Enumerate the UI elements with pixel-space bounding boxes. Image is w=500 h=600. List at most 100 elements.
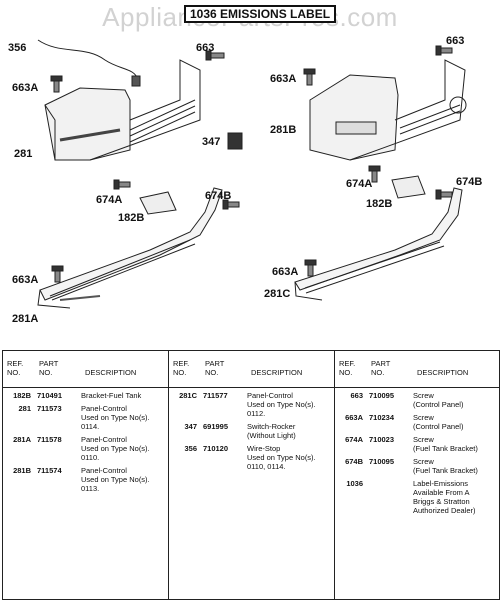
callout-663A: 663A — [12, 274, 39, 286]
callout-356: 356 — [8, 42, 27, 54]
description-line: (Control Panel) — [413, 400, 464, 409]
part-no-header: PART NO. — [205, 359, 225, 377]
table-header: REF. NO. PART NO. DESCRIPTION — [3, 357, 168, 388]
part-no: 710023 — [369, 435, 395, 444]
description-line: Screw — [413, 457, 434, 466]
description-line: 0113. — [81, 484, 100, 493]
control-panel-281A — [37, 187, 223, 309]
parts-column-2: REF. NO. PART NO. DESCRIPTION 281C 711577… — [168, 351, 335, 599]
callout-663A: 663A — [272, 266, 299, 278]
description-line: Switch-Rocker — [247, 422, 296, 431]
description-line: Panel-Control — [81, 466, 127, 475]
part-no: 710095 — [369, 391, 395, 400]
description-line: (Fuel Tank Bracket) — [413, 444, 478, 453]
part-no-header: PART NO. — [371, 359, 391, 377]
exploded-view-drawing — [37, 39, 467, 309]
description: Screw(Control Panel) — [413, 413, 500, 431]
description-header: DESCRIPTION — [85, 368, 137, 377]
description-line: Panel-Control — [81, 404, 127, 413]
fuel-tank-bracket-left — [139, 191, 177, 215]
rocker-switch — [227, 132, 243, 150]
description-line: Authorized Dealer) — [413, 506, 476, 515]
ref-no: 674A — [345, 435, 363, 444]
fuel-tank-bracket-right — [391, 175, 426, 199]
description: Bracket-Fuel Tank — [81, 391, 168, 400]
emissions-label-box: 1036 EMISSIONS LABEL — [184, 5, 337, 23]
description-line: Panel-Control — [247, 391, 293, 400]
screw-group-right — [303, 45, 453, 277]
callout-674B: 674B — [456, 176, 483, 188]
part-no: 691995 — [203, 422, 229, 431]
ref-no: 347 — [184, 422, 197, 431]
ref-no: 281 — [18, 404, 31, 413]
ref-no: 281C — [179, 391, 197, 400]
ref-no: 1036 — [346, 479, 363, 488]
description-line: Label-Emissions — [413, 479, 469, 488]
description-line: (Fuel Tank Bracket) — [413, 466, 478, 475]
callout-281: 281 — [14, 148, 33, 160]
callout-663: 663 — [446, 35, 465, 47]
part-no: 710095 — [369, 457, 395, 466]
description: Screw(Control Panel) — [413, 391, 500, 409]
ref-no: 663 — [350, 391, 363, 400]
control-panel-left — [44, 59, 201, 161]
table-header: REF. NO. PART NO. DESCRIPTION — [169, 357, 335, 388]
control-panel-281B — [309, 59, 467, 161]
part-no: 711574 — [37, 466, 62, 475]
description-line: Used on Type No(s). — [81, 444, 150, 453]
callout-281C: 281C — [264, 288, 291, 300]
description-line: Panel-Control — [81, 435, 127, 444]
callout-674B: 674B — [205, 190, 232, 202]
description: Switch-Rocker(Without Light) — [247, 422, 335, 440]
part-no: 711578 — [37, 435, 62, 444]
description-line: 0114. — [81, 422, 100, 431]
callout-347: 347 — [202, 136, 221, 148]
description-line: Used on Type No(s). — [81, 413, 150, 422]
callout-182B: 182B — [118, 212, 145, 224]
description-line: (Without Light) — [247, 431, 296, 440]
ref-no: 356 — [184, 444, 197, 453]
ref-no: 281B — [13, 466, 31, 475]
ref-no: 663A — [345, 413, 363, 422]
description-line: 0110. — [81, 453, 100, 462]
description: Screw(Fuel Tank Bracket) — [413, 457, 500, 475]
part-no-header: PART NO. — [39, 359, 59, 377]
callout-674A: 674A — [346, 178, 373, 190]
ref-no: 281A — [13, 435, 31, 444]
ref-no: 674B — [345, 457, 363, 466]
description-line: Briggs & Stratton — [413, 497, 470, 506]
description-line: Available From A — [413, 488, 470, 497]
callout-281B: 281B — [270, 124, 297, 136]
description-line: Screw — [413, 391, 434, 400]
callout-663A: 663A — [270, 73, 297, 85]
description-line: 0112. — [247, 409, 266, 418]
description-line: (Control Panel) — [413, 422, 464, 431]
description-line: 0110, 0114. — [247, 462, 286, 471]
table-row: 674B 710095 Screw(Fuel Tank Bracket) — [335, 457, 500, 475]
description-line: Used on Type No(s). — [81, 475, 150, 484]
callout-281A: 281A — [12, 313, 39, 325]
control-panel-281C — [294, 187, 463, 301]
description-line: Bracket-Fuel Tank — [81, 391, 142, 400]
ref-no-header: REF. NO. — [7, 359, 24, 377]
callout-182B: 182B — [366, 198, 393, 210]
description-header: DESCRIPTION — [417, 368, 469, 377]
part-no: 711577 — [203, 391, 228, 400]
description-header: DESCRIPTION — [251, 368, 303, 377]
callout-663A: 663A — [12, 82, 39, 94]
screw-group-left — [50, 50, 240, 283]
